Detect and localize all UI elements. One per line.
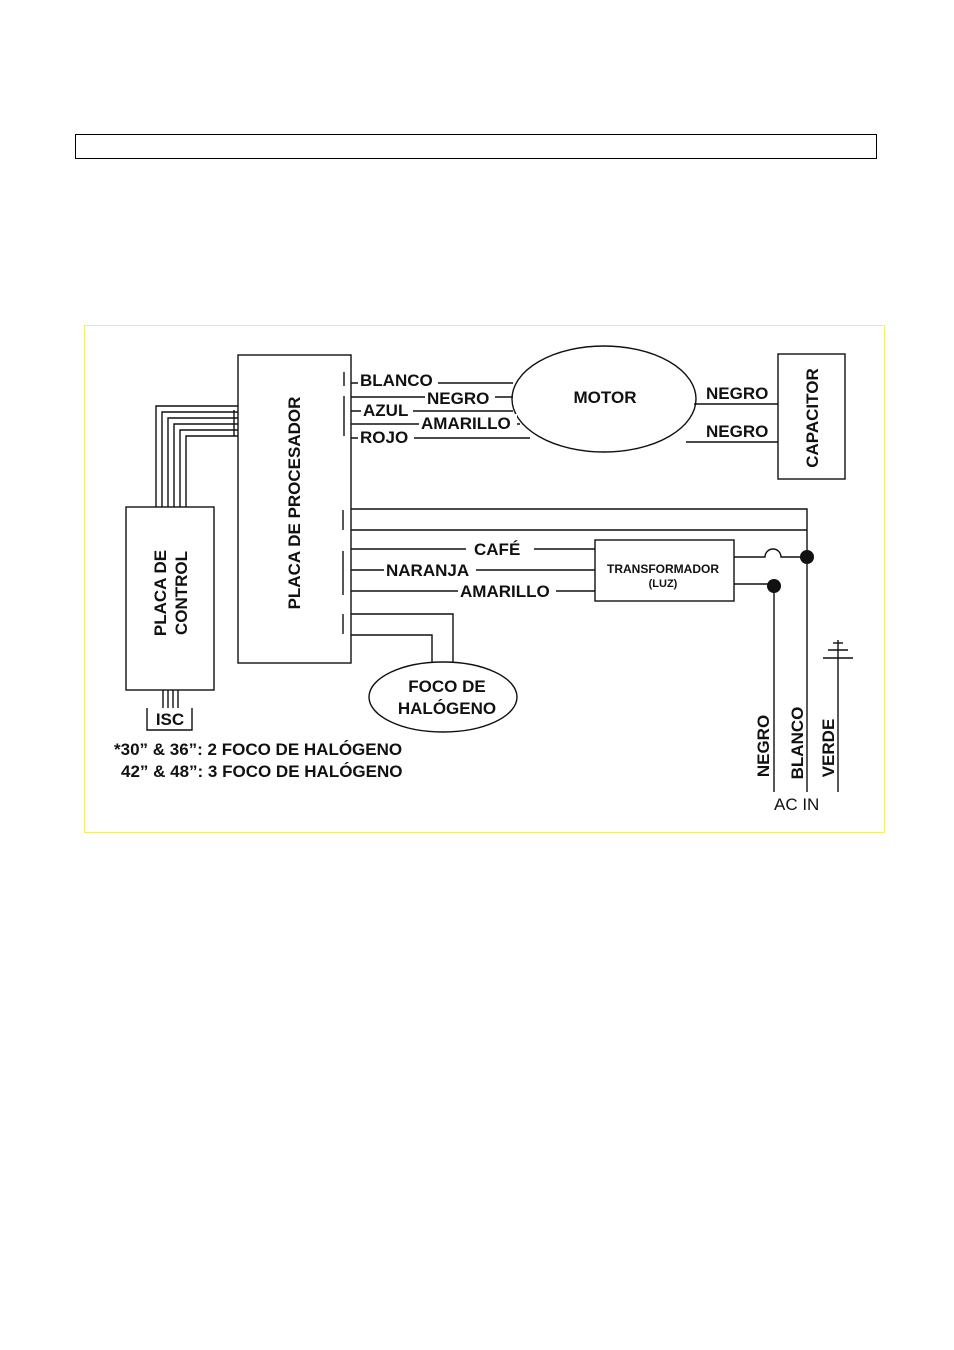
halogen-label-2: HALÓGENO (398, 699, 496, 718)
wire-label-negro-cap-top: NEGRO (706, 384, 768, 403)
wire-supply-main (351, 509, 807, 792)
ac-label-verde: VERDE (819, 719, 838, 778)
wire-label-cafe: CAFÉ (474, 540, 520, 559)
wire-halogen-b (351, 635, 432, 662)
transformer-label: TRANSFORMADOR (607, 562, 719, 576)
ac-in-label: AC IN (774, 795, 819, 814)
junction-dot-blanco (800, 550, 814, 564)
control-board-label-2: CONTROL (172, 551, 191, 635)
junction-dot-negro (767, 579, 781, 593)
wire-label-azul: AZUL (363, 401, 408, 420)
note-line-2: 42” & 48”: 3 FOCO DE HALÓGENO (121, 762, 403, 781)
transformer-sub-label: (LUZ) (649, 578, 678, 590)
halogen-lamp-shape (369, 662, 517, 732)
halogen-label-1: FOCO DE (408, 677, 485, 696)
wire-label-rojo: ROJO (360, 428, 408, 447)
processor-board-label: PLACA DE PROCESADOR (285, 397, 304, 610)
isc-cable (163, 690, 178, 708)
wire-label-amarillo-trans: AMARILLO (460, 582, 550, 601)
motor-label: MOTOR (574, 388, 637, 407)
control-board-label-1: PLACA DE (151, 550, 170, 636)
wire-label-blanco: BLANCO (360, 371, 433, 390)
control-board (126, 507, 214, 690)
ac-label-negro: NEGRO (754, 715, 773, 777)
ac-label-blanco: BLANCO (788, 707, 807, 780)
wire-halogen-a (351, 614, 453, 663)
ribbon-cable (156, 406, 238, 507)
wire-label-negro-motor: NEGRO (427, 389, 489, 408)
wire-label-amarillo-motor: AMARILLO (421, 414, 511, 433)
note-line-1: *30” & 36”: 2 FOCO DE HALÓGENO (114, 740, 402, 759)
wire-label-naranja: NARANJA (386, 561, 469, 580)
wire-trans-top (734, 549, 807, 557)
isc-label: ISC (156, 710, 184, 729)
wire-label-negro-cap-bottom: NEGRO (706, 422, 768, 441)
capacitor-label: CAPACITOR (803, 368, 822, 468)
